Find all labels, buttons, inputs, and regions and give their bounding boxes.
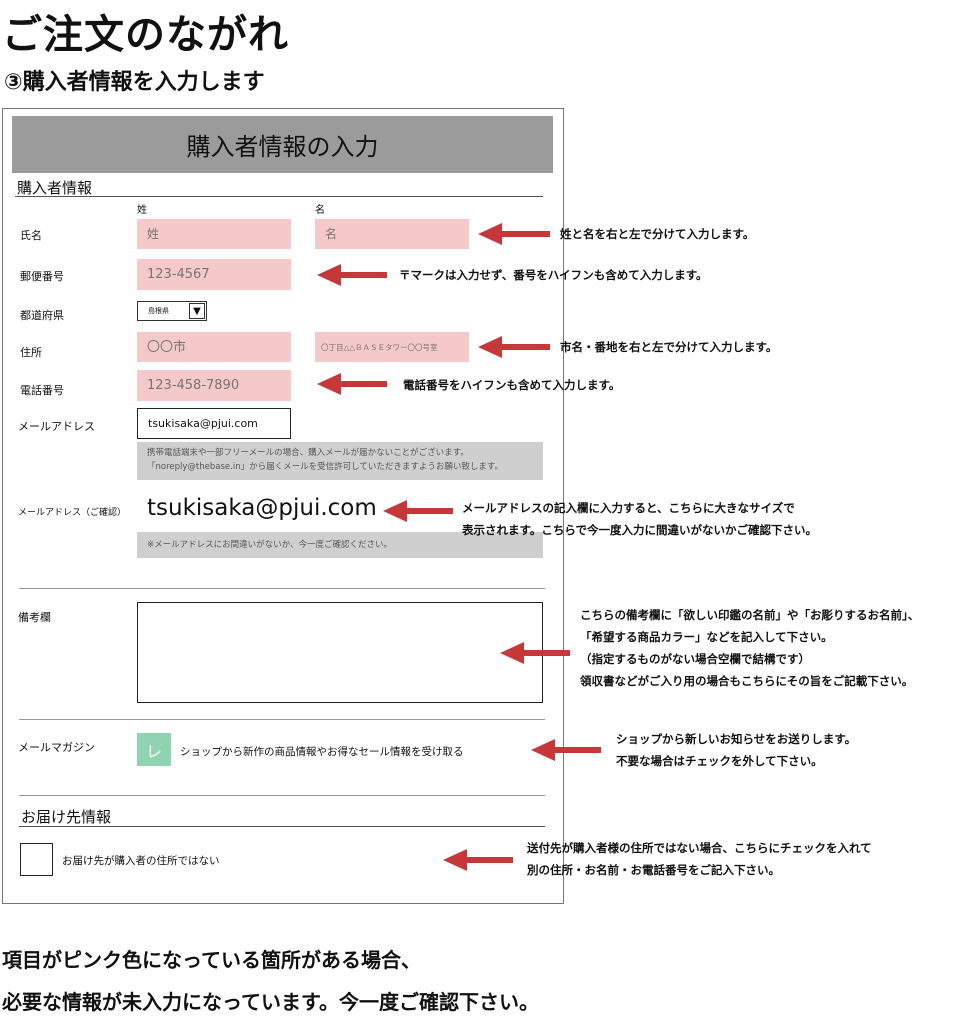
- buyer-section-title: 購入者情報: [17, 179, 93, 197]
- email-note-line-1: 携帯電話端末や一部フリーメールの場合、購入メールが届かないことがございます。: [147, 448, 469, 458]
- magazine-text: ショップから新作の商品情報やお得なセール情報を受け取る: [180, 746, 464, 758]
- note-email: メールアドレスの記入欄に入力すると、こちらに大きなサイズで 表示されます。こちら…: [462, 497, 817, 541]
- last-name-input[interactable]: [137, 219, 291, 249]
- email-confirm-display: tsukisaka@pjui.com: [147, 495, 377, 521]
- note-name: 姓と名を右と左で分けて入力します。: [560, 227, 755, 241]
- form-frame: [2, 108, 564, 904]
- note-postal: 〒マークは入力せず、番号をハイフンも含めて入力します。: [399, 268, 708, 282]
- note-delivery-line-1: 送付先が購入者様の住所ではない場合、こちらにチェックを入れて: [527, 841, 872, 855]
- name-label: 氏名: [20, 229, 42, 242]
- note-magazine-line-1: ショップから新しいお知らせをお送りします。: [616, 732, 857, 746]
- last-name-column-label: 姓: [137, 205, 147, 216]
- email-confirm-label: メールアドレス（ご確認）: [18, 508, 127, 518]
- postal-label: 郵便番号: [20, 270, 64, 283]
- note-email-line-1: メールアドレスの記入欄に入力すると、こちらに大きなサイズで: [462, 501, 795, 515]
- street-input[interactable]: [315, 332, 469, 362]
- delivery-section-rule: [19, 826, 545, 827]
- postal-code-input[interactable]: [137, 259, 291, 290]
- email-note-line-2: 「noreply@thebase.in」から届くメールを受信許可していただきます…: [147, 462, 503, 472]
- arrow-left-icon: [500, 642, 570, 664]
- delivery-section-title: お届け先情報: [21, 808, 112, 826]
- magazine-label: メールマガジン: [18, 741, 95, 754]
- arrow-left-icon: [478, 336, 550, 358]
- note-remarks-line-4: 領収書などがご入り用の場合もこちらにその旨をご記載下さい。: [580, 674, 914, 688]
- note-phone: 電話番号をハイフンも含めて入力します。: [403, 378, 621, 392]
- email-label: メールアドレス: [18, 420, 95, 433]
- note-delivery-line-2: 別の住所・お名前・お電話番号をご記入下さい。: [527, 863, 780, 877]
- note-email-line-2: 表示されます。こちらで今一度入力に間違いがないかご確認下さい。: [462, 523, 818, 537]
- remarks-label: 備考欄: [18, 611, 51, 624]
- magazine-divider: [19, 719, 545, 720]
- note-delivery: 送付先が購入者様の住所ではない場合、こちらにチェックを入れて 別の住所・お名前・…: [527, 837, 872, 881]
- prefecture-select[interactable]: 島根県 ▼: [137, 301, 207, 321]
- prefecture-label: 都道府県: [20, 309, 64, 322]
- note-remarks-line-2: 「希望する商品カラー」などを記入して下さい。: [580, 630, 833, 644]
- note-magazine: ショップから新しいお知らせをお送りします。 不要な場合はチェックを外して下さい。: [616, 728, 856, 772]
- city-input[interactable]: [137, 332, 291, 362]
- arrow-left-icon: [383, 500, 453, 522]
- note-address: 市名・番地を右と左で分けて入力します。: [560, 340, 778, 354]
- page-title: ご注文のながれ: [2, 12, 289, 58]
- delivery-checkbox[interactable]: [20, 843, 53, 876]
- arrow-left-icon: [478, 223, 550, 245]
- footer-line-1: 項目がピンク色になっている箇所がある場合、: [2, 948, 421, 972]
- form-header: 購入者情報の入力: [12, 116, 553, 173]
- note-remarks: こちらの備考欄に「欲しい印鑑の名前」や「お彫りするお名前」、 「希望する商品カラ…: [580, 604, 919, 692]
- email-confirm-note: ※メールアドレスにお間違いがないか、今一度ご確認ください。: [137, 532, 543, 558]
- delivery-check-text: お届け先が購入者の住所ではない: [62, 855, 220, 867]
- phone-label: 電話番号: [20, 384, 64, 397]
- buyer-section-divider: [15, 196, 543, 197]
- arrow-left-icon: [531, 739, 601, 761]
- arrow-left-icon: [317, 264, 387, 286]
- footer-line-2: 必要な情報が未入力になっています。今一度ご確認下さい。: [2, 990, 539, 1014]
- magazine-checkbox[interactable]: レ: [137, 733, 171, 766]
- email-input[interactable]: [137, 408, 291, 439]
- step-title: ③購入者情報を入力します: [4, 70, 265, 95]
- address-label: 住所: [20, 346, 42, 359]
- note-remarks-line-3: （指定するものがない場合空欄で結構です）: [580, 652, 810, 666]
- note-remarks-line-1: こちらの備考欄に「欲しい印鑑の名前」や「お彫りするお名前」、: [580, 608, 920, 622]
- remarks-textarea[interactable]: [137, 602, 543, 703]
- prefecture-value: 島根県: [148, 307, 169, 315]
- first-name-column-label: 名: [315, 205, 325, 216]
- remarks-divider: [19, 588, 545, 589]
- dropdown-arrow-icon[interactable]: ▼: [189, 303, 205, 319]
- first-name-input[interactable]: [315, 219, 469, 249]
- arrow-left-icon: [317, 373, 387, 395]
- note-magazine-line-2: 不要な場合はチェックを外して下さい。: [616, 754, 823, 768]
- arrow-left-icon: [443, 849, 513, 871]
- email-note: 携帯電話端末や一部フリーメールの場合、購入メールが届かないことがございます。 「…: [137, 442, 543, 480]
- delivery-divider: [19, 795, 545, 796]
- phone-input[interactable]: [137, 370, 291, 401]
